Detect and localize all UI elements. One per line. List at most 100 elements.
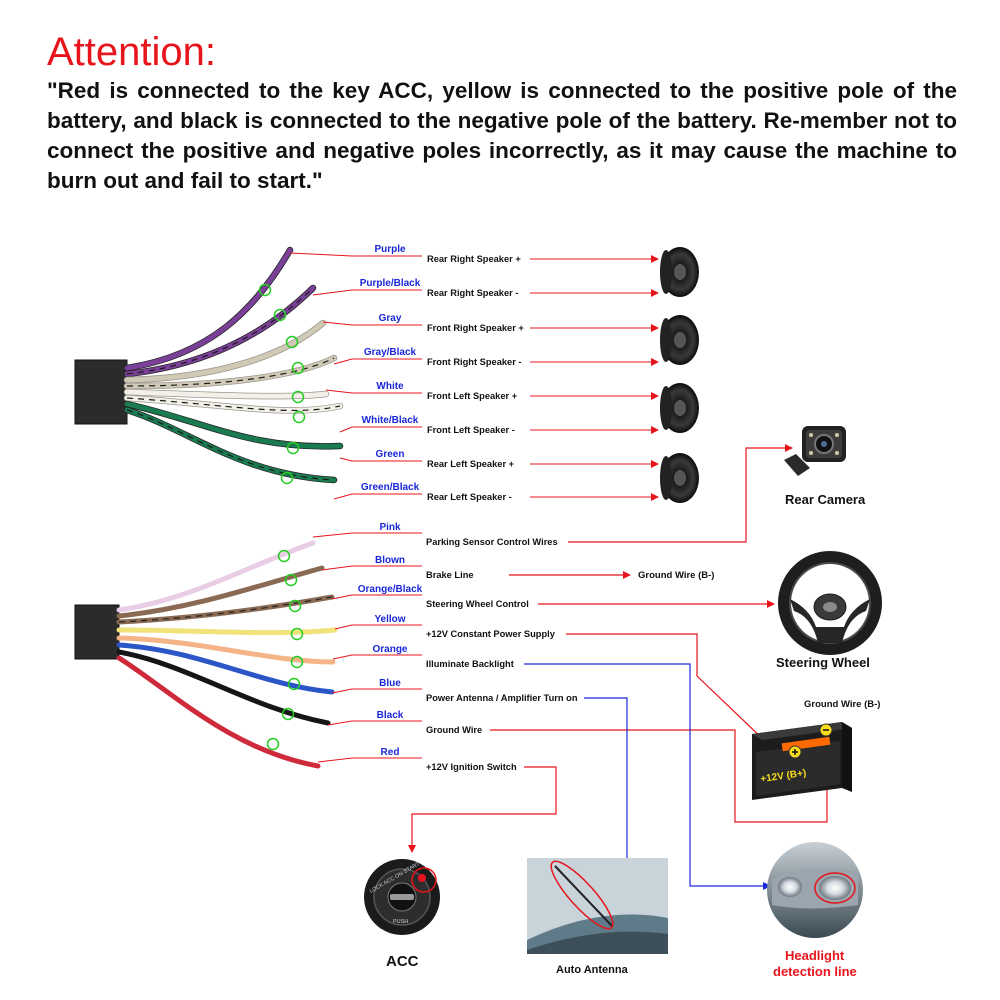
wire-connector-marker bbox=[290, 627, 304, 641]
power-wire-color: Pink bbox=[379, 522, 401, 533]
speaker-row-leader bbox=[312, 289, 422, 296]
power-wire-color: Orange/Black bbox=[358, 584, 423, 595]
speaker-wire-function: Rear Left Speaker + bbox=[427, 459, 515, 469]
headlight-label-line1: Headlight bbox=[785, 948, 845, 963]
power-row-leader bbox=[317, 757, 422, 763]
brake-ground-label: Ground Wire (B-) bbox=[638, 570, 714, 581]
speaker-wire-color: Purple bbox=[374, 244, 406, 255]
power-wire-bundle bbox=[116, 540, 338, 769]
speaker-wire-stripe bbox=[126, 397, 341, 412]
power-wire bbox=[116, 635, 336, 665]
power-wire bbox=[116, 655, 321, 769]
power-row-leader bbox=[331, 594, 422, 600]
power-wire-function: Illuminate Backlight bbox=[426, 659, 514, 669]
wire-connector-marker bbox=[281, 707, 295, 721]
speaker-wire-stripe bbox=[126, 409, 335, 481]
speaker-wire-outline bbox=[123, 246, 294, 372]
speaker-wire-function: Rear Right Speaker - bbox=[427, 288, 518, 298]
battery-ground-connection bbox=[490, 729, 831, 823]
speaker-icon bbox=[660, 247, 699, 297]
wire-connector-marker bbox=[284, 573, 298, 587]
speaker-row-leader bbox=[333, 493, 422, 500]
speaker-harness-connector bbox=[74, 359, 128, 425]
power-wire bbox=[116, 649, 331, 726]
wire-connector-marker bbox=[285, 335, 299, 349]
speaker-icon bbox=[660, 315, 699, 365]
speaker-wire-function: Rear Right Speaker + bbox=[427, 254, 521, 264]
power-row-leader bbox=[332, 654, 422, 660]
speaker-row-leader bbox=[322, 321, 422, 326]
battery-positive-connection bbox=[566, 633, 767, 743]
auto-antenna-label: Auto Antenna bbox=[556, 964, 629, 976]
wire-connector-marker bbox=[280, 471, 294, 485]
attention-note: "Red is connected to the key ACC, yellow… bbox=[47, 78, 957, 193]
headlight-connection bbox=[524, 663, 771, 890]
speaker-wire bbox=[124, 389, 329, 399]
steering-wheel-label: Steering Wheel bbox=[776, 655, 870, 670]
power-row-leader bbox=[321, 565, 422, 571]
speaker-wire-color: White/Black bbox=[362, 415, 419, 426]
rear-camera-connection bbox=[568, 444, 793, 543]
speaker-wire-bundle bbox=[123, 246, 344, 485]
speaker-row-leader bbox=[339, 426, 422, 433]
power-wire-color: Yellow bbox=[374, 614, 405, 625]
power-wire-function: +12V Ignition Switch bbox=[426, 762, 517, 772]
power-harness-connector bbox=[74, 604, 120, 660]
power-wire-color: Orange bbox=[372, 644, 407, 655]
rear-camera-label: Rear Camera bbox=[785, 492, 866, 507]
rear-camera-icon bbox=[784, 426, 846, 476]
power-wire bbox=[116, 627, 338, 636]
wire-connector-marker bbox=[292, 410, 306, 424]
wire-connector-marker bbox=[290, 655, 304, 669]
wire-connector-marker bbox=[273, 308, 287, 322]
acc-connection bbox=[408, 766, 557, 853]
power-wire-color: Red bbox=[381, 747, 400, 758]
speaker-wire-function: Front Left Speaker + bbox=[427, 391, 518, 401]
headlight-label-line2: detection line bbox=[773, 964, 857, 979]
power-row-leader bbox=[312, 532, 422, 538]
speaker-icon bbox=[660, 383, 699, 433]
speaker-wire bbox=[124, 401, 343, 449]
wire-connector-marker bbox=[288, 599, 302, 613]
wire-connector-marker bbox=[287, 677, 301, 691]
power-wire bbox=[116, 642, 335, 695]
power-wire-function: Parking Sensor Control Wires bbox=[426, 537, 558, 547]
speaker-wire-stripe bbox=[126, 357, 335, 387]
power-wire-function: Steering Wheel Control bbox=[426, 599, 529, 609]
power-wire-function: Ground Wire bbox=[426, 725, 482, 735]
wire-connector-marker bbox=[277, 549, 291, 563]
wire-connector-marker bbox=[291, 361, 305, 375]
speaker-wire-color: Green/Black bbox=[361, 482, 420, 493]
power-wire-color: Blown bbox=[375, 555, 405, 566]
speaker-wire-color: Gray/Black bbox=[364, 347, 417, 358]
power-wire-function: Brake Line bbox=[426, 570, 474, 580]
wire-connector-marker bbox=[286, 441, 300, 455]
speaker-icon bbox=[660, 453, 699, 503]
steering-wheel-icon bbox=[778, 551, 882, 655]
auto-antenna-image bbox=[527, 858, 668, 954]
speaker-row-leader bbox=[289, 252, 422, 257]
acc-label: ACC bbox=[386, 953, 419, 970]
speaker-row-leader bbox=[339, 457, 422, 462]
wire-connector-marker bbox=[258, 283, 272, 297]
speaker-wire bbox=[124, 320, 326, 383]
speaker-wire-function: Front Right Speaker + bbox=[427, 323, 524, 333]
attention-title: Attention: bbox=[47, 30, 217, 74]
battery-ground-label: Ground Wire (B-) bbox=[804, 699, 880, 710]
speaker-wire-function: Front Right Speaker - bbox=[427, 357, 522, 367]
power-wire-color: Blue bbox=[379, 678, 401, 689]
speaker-wire-color: Green bbox=[376, 449, 405, 460]
wire-connector-marker bbox=[266, 737, 280, 751]
battery-icon bbox=[752, 722, 852, 800]
speaker-row-leader bbox=[333, 358, 422, 365]
speaker-row-leader bbox=[325, 389, 422, 394]
power-wire-color: Black bbox=[377, 710, 404, 721]
speaker-wire-color: Purple/Black bbox=[360, 278, 421, 289]
power-wire bbox=[116, 540, 316, 613]
speaker-wire-stripe bbox=[126, 287, 314, 375]
speaker-wire-color: White bbox=[376, 381, 404, 392]
power-wire bbox=[116, 565, 325, 619]
